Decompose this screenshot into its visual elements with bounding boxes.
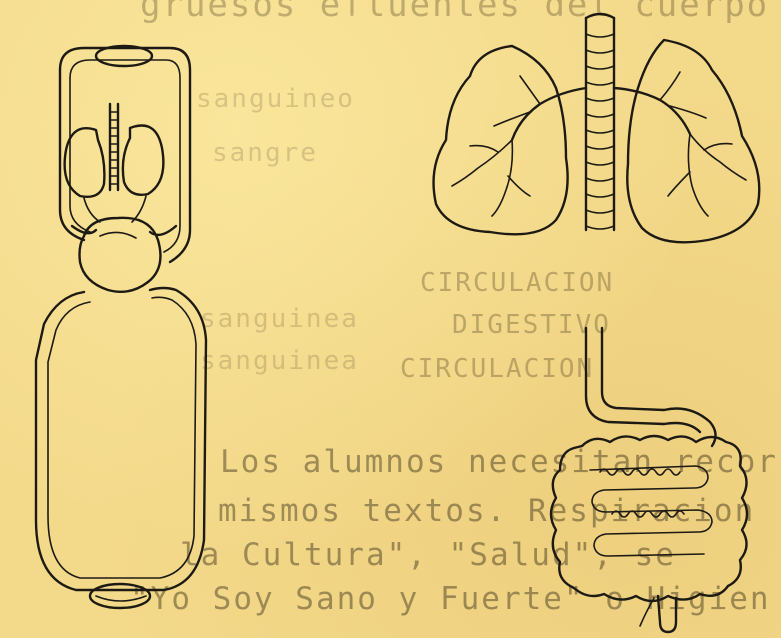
circulatory-system-diagram	[36, 46, 206, 608]
lungs-and-trachea-diagram	[434, 14, 760, 242]
stomach-and-intestines-diagram	[551, 328, 747, 632]
